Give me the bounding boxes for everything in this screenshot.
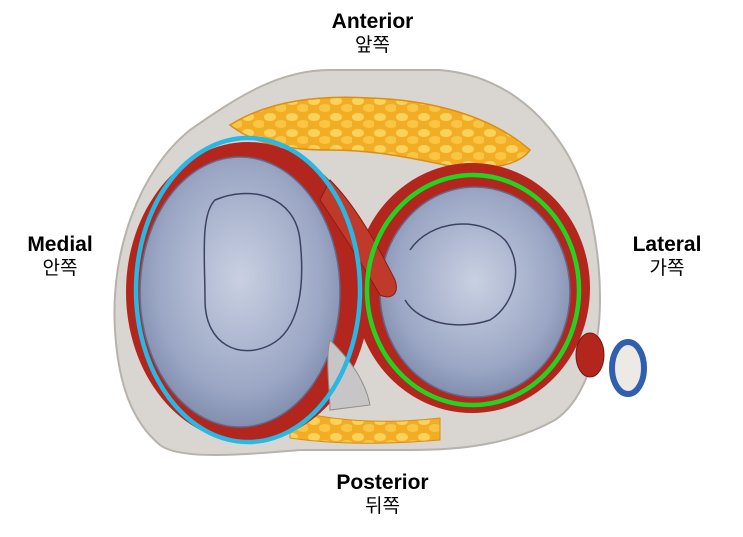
medial-label: Medial 안쪽 xyxy=(5,233,115,280)
anterior-label-en: Anterior xyxy=(331,10,414,33)
medial-meniscus-highlight xyxy=(133,135,363,445)
medial-articular-outline xyxy=(203,192,303,352)
cruciate-ligaments xyxy=(319,179,397,298)
posterior-label-en: Posterior xyxy=(336,471,429,494)
posterior-label-ko: 뒤쪽 xyxy=(365,495,400,517)
lateral-tibial-plateau xyxy=(379,186,571,398)
popliteus-tendon xyxy=(609,339,647,397)
medial-label-ko: 안쪽 xyxy=(42,257,78,279)
lateral-label: Lateral 가쪽 xyxy=(612,233,722,280)
anterior-fat-pad xyxy=(228,96,531,170)
lateral-label-en: Lateral xyxy=(632,233,702,256)
anterior-label: Anterior 앞쪽 xyxy=(300,10,445,57)
fibular-head xyxy=(575,332,605,378)
posterior-label: Posterior 뒤쪽 xyxy=(310,471,455,518)
medial-tibial-plateau xyxy=(139,156,341,428)
lateral-articular-outline xyxy=(404,223,517,326)
lateral-label-ko: 가쪽 xyxy=(649,257,685,279)
medial-label-en: Medial xyxy=(27,233,93,256)
posterior-fat-pad xyxy=(289,409,441,444)
lateral-meniscus-highlight xyxy=(364,172,582,408)
anterior-label-ko: 앞쪽 xyxy=(355,34,390,56)
